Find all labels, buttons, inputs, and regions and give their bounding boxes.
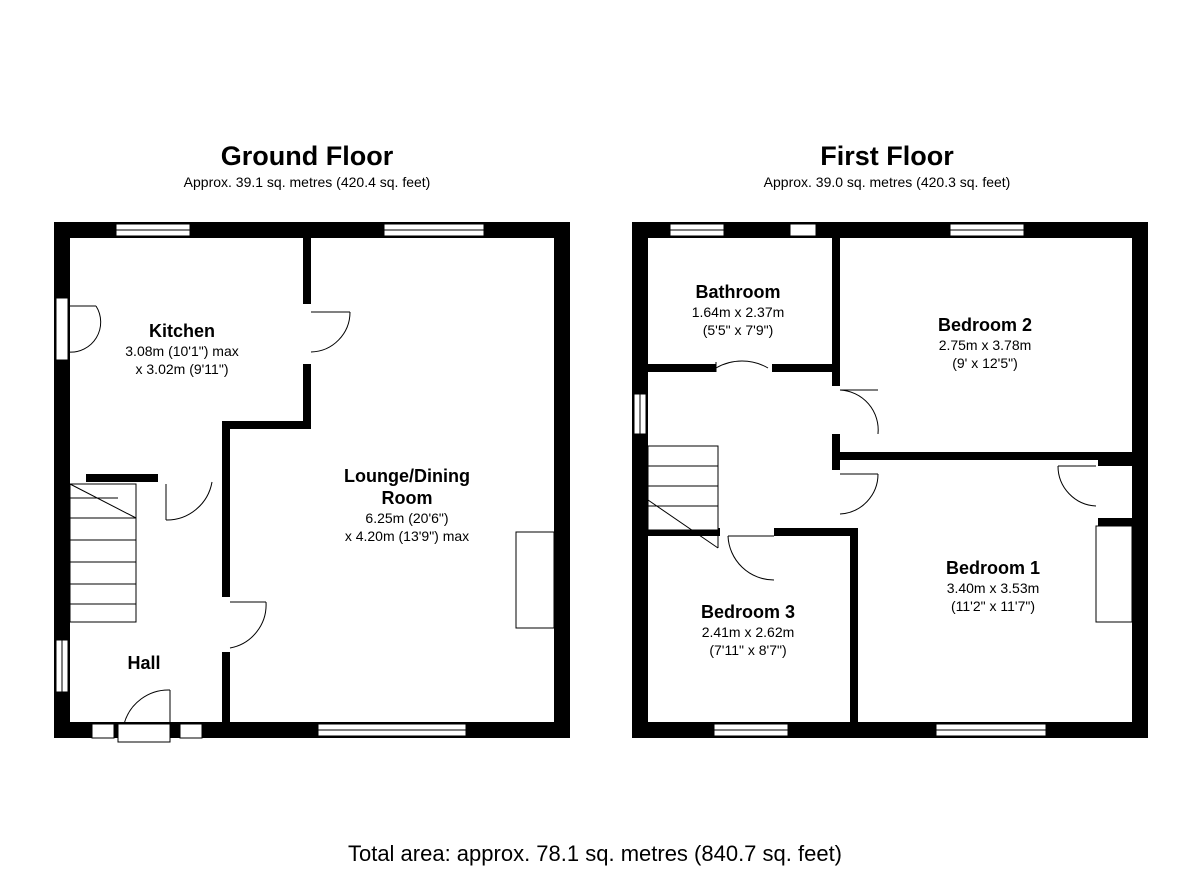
- ground-floor-windows: [55, 223, 485, 739]
- room-name: Bathroom: [695, 282, 781, 302]
- room-kitchen: Kitchen 3.08m (10'1") max x 3.02m (9'11"…: [125, 320, 238, 378]
- room-name-line2: Room: [381, 488, 433, 508]
- room-dimension: x 4.20m (13'9") max: [344, 528, 470, 544]
- room-name: Bedroom 1: [945, 558, 1041, 578]
- ground-floor-heading: Ground Floor Approx. 39.1 sq. metres (42…: [107, 140, 507, 191]
- room-bathroom: Bathroom 1.64m x 2.37m (5'5" x 7'9"): [692, 281, 785, 339]
- room-dimension: (7'11" x 8'7"): [709, 642, 787, 658]
- room-dimension: 2.41m x 2.62m: [701, 624, 795, 640]
- room-dimension: 3.40m x 3.53m: [946, 580, 1040, 596]
- room-name: Bedroom 2: [937, 315, 1033, 335]
- room-bedroom-3: Bedroom 3 2.41m x 2.62m (7'11" x 8'7"): [701, 601, 795, 659]
- room-bedroom-2: Bedroom 2 2.75m x 3.78m (9' x 12'5"): [938, 314, 1032, 372]
- first-floor-windows: [633, 223, 1047, 737]
- first-floor-heading: First Floor Approx. 39.0 sq. metres (420…: [687, 140, 1087, 191]
- room-name: Lounge/Dining: [344, 466, 470, 486]
- room-name: Hall: [127, 653, 161, 673]
- room-dimension: 3.08m (10'1") max: [125, 343, 239, 359]
- first-floor-area: Approx. 39.0 sq. metres (420.3 sq. feet): [763, 174, 1011, 190]
- room-bedroom-1: Bedroom 1 3.40m x 3.53m (11'2" x 11'7"): [946, 557, 1040, 615]
- room-dimension: (11'2" x 11'7"): [950, 598, 1036, 614]
- room-lounge-dining: Lounge/Dining Room 6.25m (20'6") x 4.20m…: [344, 465, 470, 545]
- room-dimension: 2.75m x 3.78m: [938, 337, 1032, 353]
- room-dimension: 6.25m (20'6"): [365, 510, 449, 526]
- ground-floor-doors: [67, 305, 555, 743]
- room-dimension: x 3.02m (9'11"): [135, 361, 229, 377]
- room-name: Kitchen: [148, 321, 215, 341]
- room-dimension: (9' x 12'5"): [952, 355, 1018, 371]
- first-floor-doors: [647, 360, 1133, 623]
- first-floor-title: First Floor: [820, 141, 954, 171]
- ground-floor-area: Approx. 39.1 sq. metres (420.4 sq. feet): [183, 174, 431, 190]
- room-hall: Hall: [127, 652, 160, 674]
- ground-floor-title: Ground Floor: [220, 141, 394, 171]
- total-area: Total area: approx. 78.1 sq. metres (840…: [347, 841, 843, 866]
- room-name: Bedroom 3: [700, 602, 796, 622]
- room-dimension: 1.64m x 2.37m: [691, 304, 785, 320]
- room-dimension: (5'5" x 7'9"): [702, 322, 774, 338]
